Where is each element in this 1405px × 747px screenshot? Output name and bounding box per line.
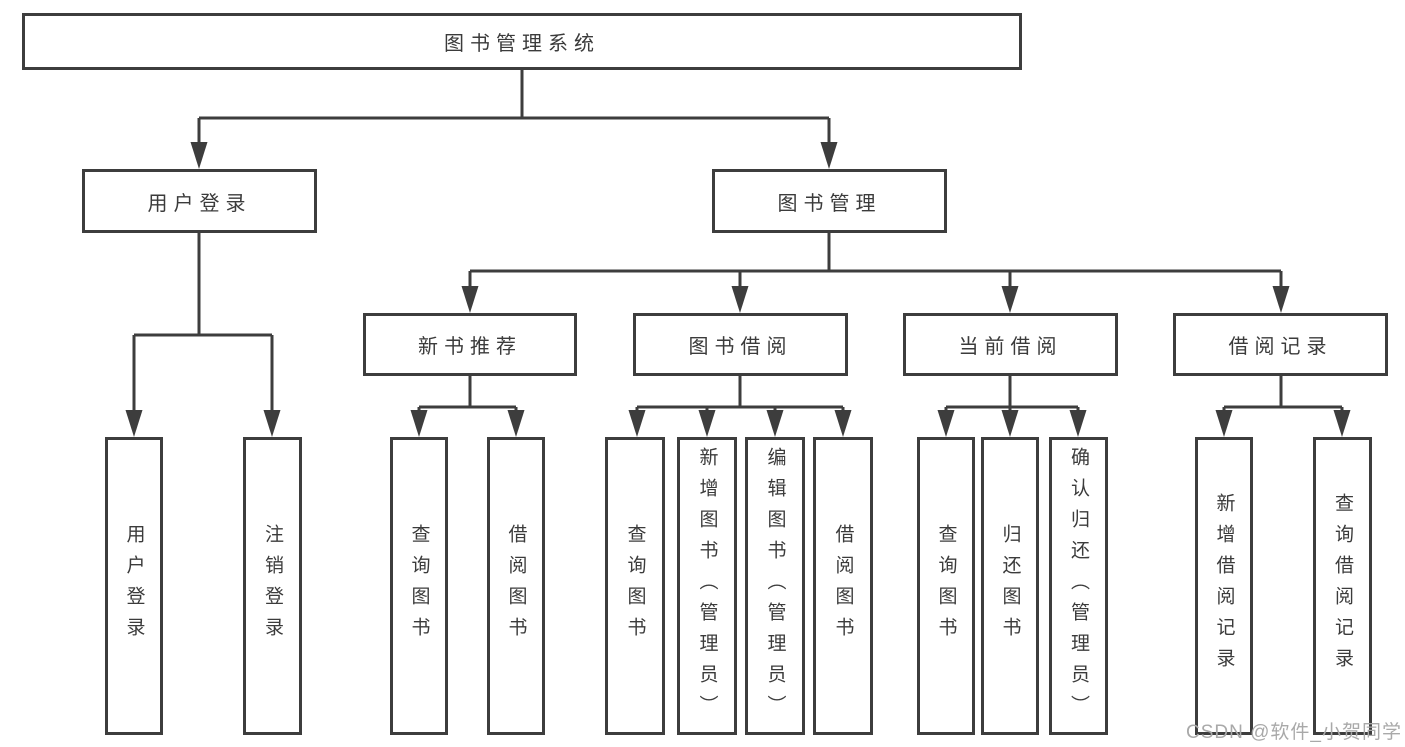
arrowhead-icon <box>125 410 143 437</box>
arrowhead-icon <box>410 410 428 437</box>
leaf-return-books: 归还图书 <box>981 437 1039 735</box>
node-current-borrowing: 当前借阅 <box>903 313 1118 376</box>
arrowhead-icon <box>937 410 955 437</box>
csdn-watermark: CSDN @软件_小贺同学 <box>1186 722 1402 743</box>
leaf-query-books-recommend: 查询图书 <box>390 437 448 735</box>
arrowhead-icon <box>834 410 852 437</box>
leaf-edit-books-admin: 编辑图书（管理员） <box>745 437 805 735</box>
arrowhead-icon <box>461 286 479 313</box>
leaf-add-books-admin: 新增图书（管理员） <box>677 437 737 735</box>
leaf-add-borrow-record: 新增借阅记录 <box>1195 437 1253 735</box>
arrowhead-icon <box>1272 286 1290 313</box>
arrowhead-icon <box>263 410 281 437</box>
arrowhead-icon <box>190 142 208 169</box>
arrowhead-icon <box>1215 410 1233 437</box>
arrowhead-icon <box>507 410 525 437</box>
arrowhead-icon <box>1001 286 1019 313</box>
leaf-borrow-books: 借阅图书 <box>813 437 873 735</box>
arrowhead-icon <box>628 410 646 437</box>
arrowhead-icon <box>1333 410 1351 437</box>
arrowhead-icon <box>1069 410 1087 437</box>
arrowhead-icon <box>820 142 838 169</box>
arrowhead-icon <box>766 410 784 437</box>
leaf-user-login: 用户登录 <box>105 437 163 735</box>
node-root-library-system: 图书管理系统 <box>22 13 1022 70</box>
node-borrowing-records: 借阅记录 <box>1173 313 1388 376</box>
node-book-management: 图书管理 <box>712 169 947 233</box>
leaf-query-books-current: 查询图书 <box>917 437 975 735</box>
leaf-query-borrow-record: 查询借阅记录 <box>1313 437 1372 735</box>
node-user-login: 用户登录 <box>82 169 317 233</box>
leaf-confirm-return-admin: 确认归还（管理员） <box>1049 437 1108 735</box>
leaf-borrow-books-recommend: 借阅图书 <box>487 437 545 735</box>
node-book-borrowing: 图书借阅 <box>633 313 848 376</box>
leaf-logout: 注销登录 <box>243 437 302 735</box>
arrowhead-icon <box>1001 410 1019 437</box>
arrowhead-icon <box>698 410 716 437</box>
arrowhead-icon <box>731 286 749 313</box>
leaf-query-books-borrowing: 查询图书 <box>605 437 665 735</box>
node-new-book-recommendation: 新书推荐 <box>363 313 577 376</box>
